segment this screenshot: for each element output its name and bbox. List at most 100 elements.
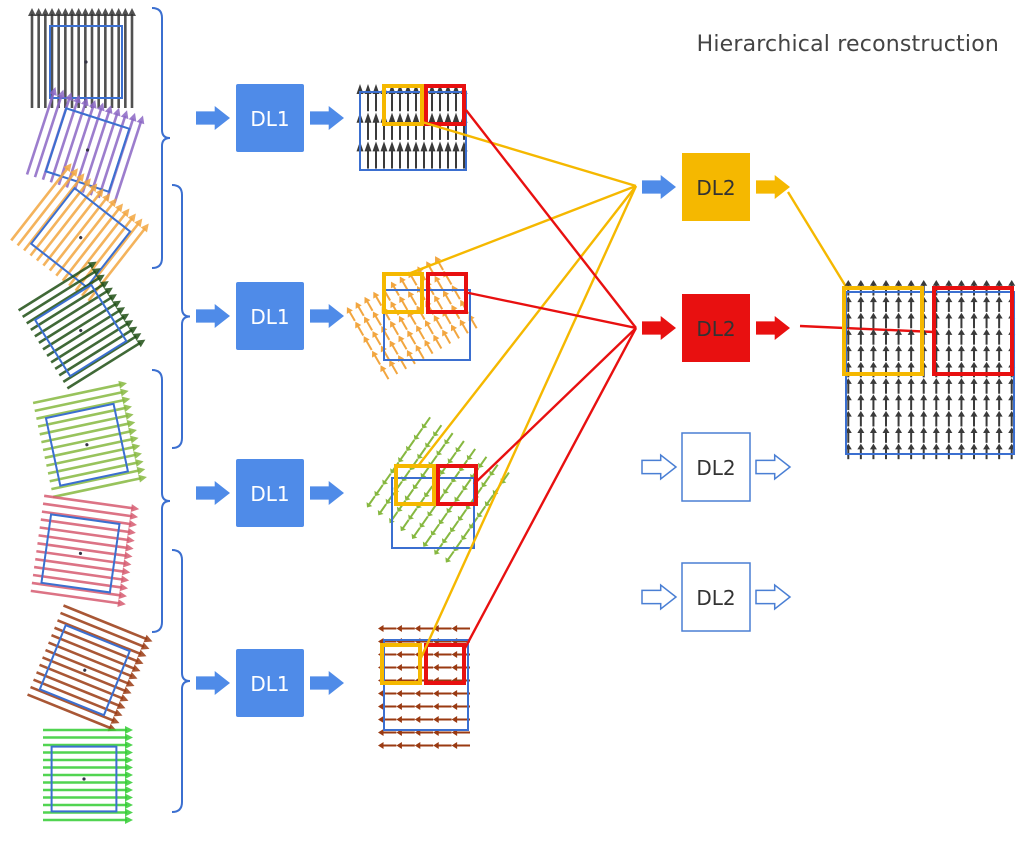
- arrowhead: [121, 396, 131, 405]
- hatch-line: [25, 92, 55, 175]
- hatch-line: [48, 197, 108, 272]
- hatch-line: [30, 589, 121, 605]
- grid-arrowhead: [428, 141, 436, 152]
- grid-arrow-shaft: [382, 369, 390, 380]
- grid-arrowhead: [957, 443, 965, 450]
- grid-arrow-shaft: [459, 509, 467, 519]
- grid-arrowhead: [399, 276, 406, 284]
- grid-arrowhead: [438, 518, 445, 525]
- grid-arrowhead: [932, 427, 940, 433]
- grid-arrowhead: [428, 112, 436, 123]
- input-patch: [32, 380, 147, 499]
- red-link: [462, 327, 638, 651]
- hatch-line: [43, 494, 134, 510]
- grid-arrowhead: [882, 312, 890, 319]
- grid-arrow-shaft: [356, 325, 365, 336]
- grid-arrowhead: [869, 394, 877, 401]
- arrowhead: [113, 708, 123, 717]
- red-link: [465, 109, 637, 329]
- grid-arrowhead: [484, 500, 491, 507]
- hatch-line: [46, 445, 135, 467]
- grid-arrowhead: [882, 394, 890, 401]
- grid-arrowhead: [366, 502, 373, 508]
- hatch-line: [56, 619, 142, 656]
- grid-arrowhead: [882, 329, 890, 335]
- grid-arrow-shaft: [365, 320, 373, 331]
- grid-arrow-shaft: [438, 443, 446, 454]
- grid-arrow-shaft: [401, 280, 409, 291]
- grid-arrowhead: [945, 427, 953, 433]
- hatch-line: [65, 105, 95, 188]
- grid-arrow-shaft: [479, 456, 488, 466]
- brace-group-2: [171, 184, 191, 449]
- grid-arrow-shaft: [423, 416, 431, 427]
- hatch-line: [21, 270, 97, 318]
- red-output-link: [799, 324, 935, 334]
- yellow-link: [421, 120, 637, 188]
- yellow-link: [417, 185, 637, 467]
- grid-arrowhead: [451, 703, 458, 710]
- grid-arrowhead: [869, 378, 877, 384]
- grid-arrowhead: [404, 141, 412, 152]
- arrowhead: [125, 771, 133, 779]
- output-arrow: [310, 106, 344, 130]
- grid-arrow-shaft: [425, 485, 434, 496]
- input-arrow: [196, 106, 230, 130]
- arrowhead: [28, 8, 36, 16]
- grid-arrow-shaft: [426, 435, 435, 446]
- grid-arrowhead: [995, 329, 1003, 335]
- grid-arrowhead: [452, 141, 460, 152]
- grid-arrowhead: [433, 334, 440, 342]
- arrowhead: [81, 97, 89, 107]
- grid-arrow-shaft: [421, 515, 429, 526]
- arrowhead: [120, 110, 129, 120]
- brace-group-4: [171, 549, 191, 813]
- grid-arrow-shaft: [376, 484, 384, 494]
- grid-arrow-shaft: [440, 512, 448, 523]
- brace-group-3: [151, 369, 171, 633]
- dl2-output-arrow: [756, 175, 790, 199]
- hatch-line: [32, 383, 122, 405]
- input-patch: [27, 604, 153, 732]
- grid-arrowhead: [396, 506, 403, 512]
- dl2-input-arrow: [641, 453, 678, 481]
- grid-arrowhead: [452, 112, 460, 123]
- grid-arrowhead: [396, 141, 404, 152]
- grid-arrowhead: [882, 361, 890, 368]
- grid-arrow-shaft: [445, 274, 453, 286]
- grid-arrow-shaft: [451, 520, 460, 531]
- grid-arrowhead: [957, 361, 965, 368]
- dl2-block: [681, 562, 751, 632]
- grid-arrowhead: [433, 625, 439, 632]
- hatch-line: [55, 202, 114, 277]
- hatch-line: [35, 557, 125, 573]
- grid-arrowhead: [945, 394, 953, 401]
- grid-arrowhead: [844, 280, 852, 286]
- grid-arrowhead: [895, 329, 903, 335]
- arrowhead: [95, 188, 104, 198]
- grid-arrow-shaft: [357, 305, 365, 317]
- grid-arrow-shaft: [373, 354, 381, 366]
- grid-arrow-shaft: [407, 439, 416, 449]
- grid-arrowhead: [857, 329, 865, 335]
- grid-arrowhead: [907, 329, 915, 335]
- grid-arrowhead: [983, 312, 991, 319]
- grid-arrow-shaft: [409, 314, 417, 326]
- grid-arrowhead: [389, 340, 396, 348]
- grid-arrowhead: [983, 296, 991, 303]
- grid-arrowhead: [932, 378, 940, 384]
- grid-arrowhead: [454, 496, 461, 502]
- grid-arrowhead: [895, 361, 903, 368]
- hatch-line: [62, 604, 148, 641]
- arrowhead: [116, 701, 126, 709]
- grid-arrowhead: [398, 335, 405, 343]
- grid-arrowhead: [372, 311, 379, 319]
- grid-arrow-shaft: [463, 478, 472, 489]
- grid-arrow-shaft: [426, 324, 434, 335]
- grid-arrowhead: [447, 458, 454, 464]
- grid-arrowhead: [451, 625, 458, 632]
- arrowhead: [125, 733, 133, 742]
- dl2-output-arrow: [755, 453, 792, 481]
- grid-arrowhead: [466, 454, 473, 461]
- grid-arrowhead: [920, 427, 928, 433]
